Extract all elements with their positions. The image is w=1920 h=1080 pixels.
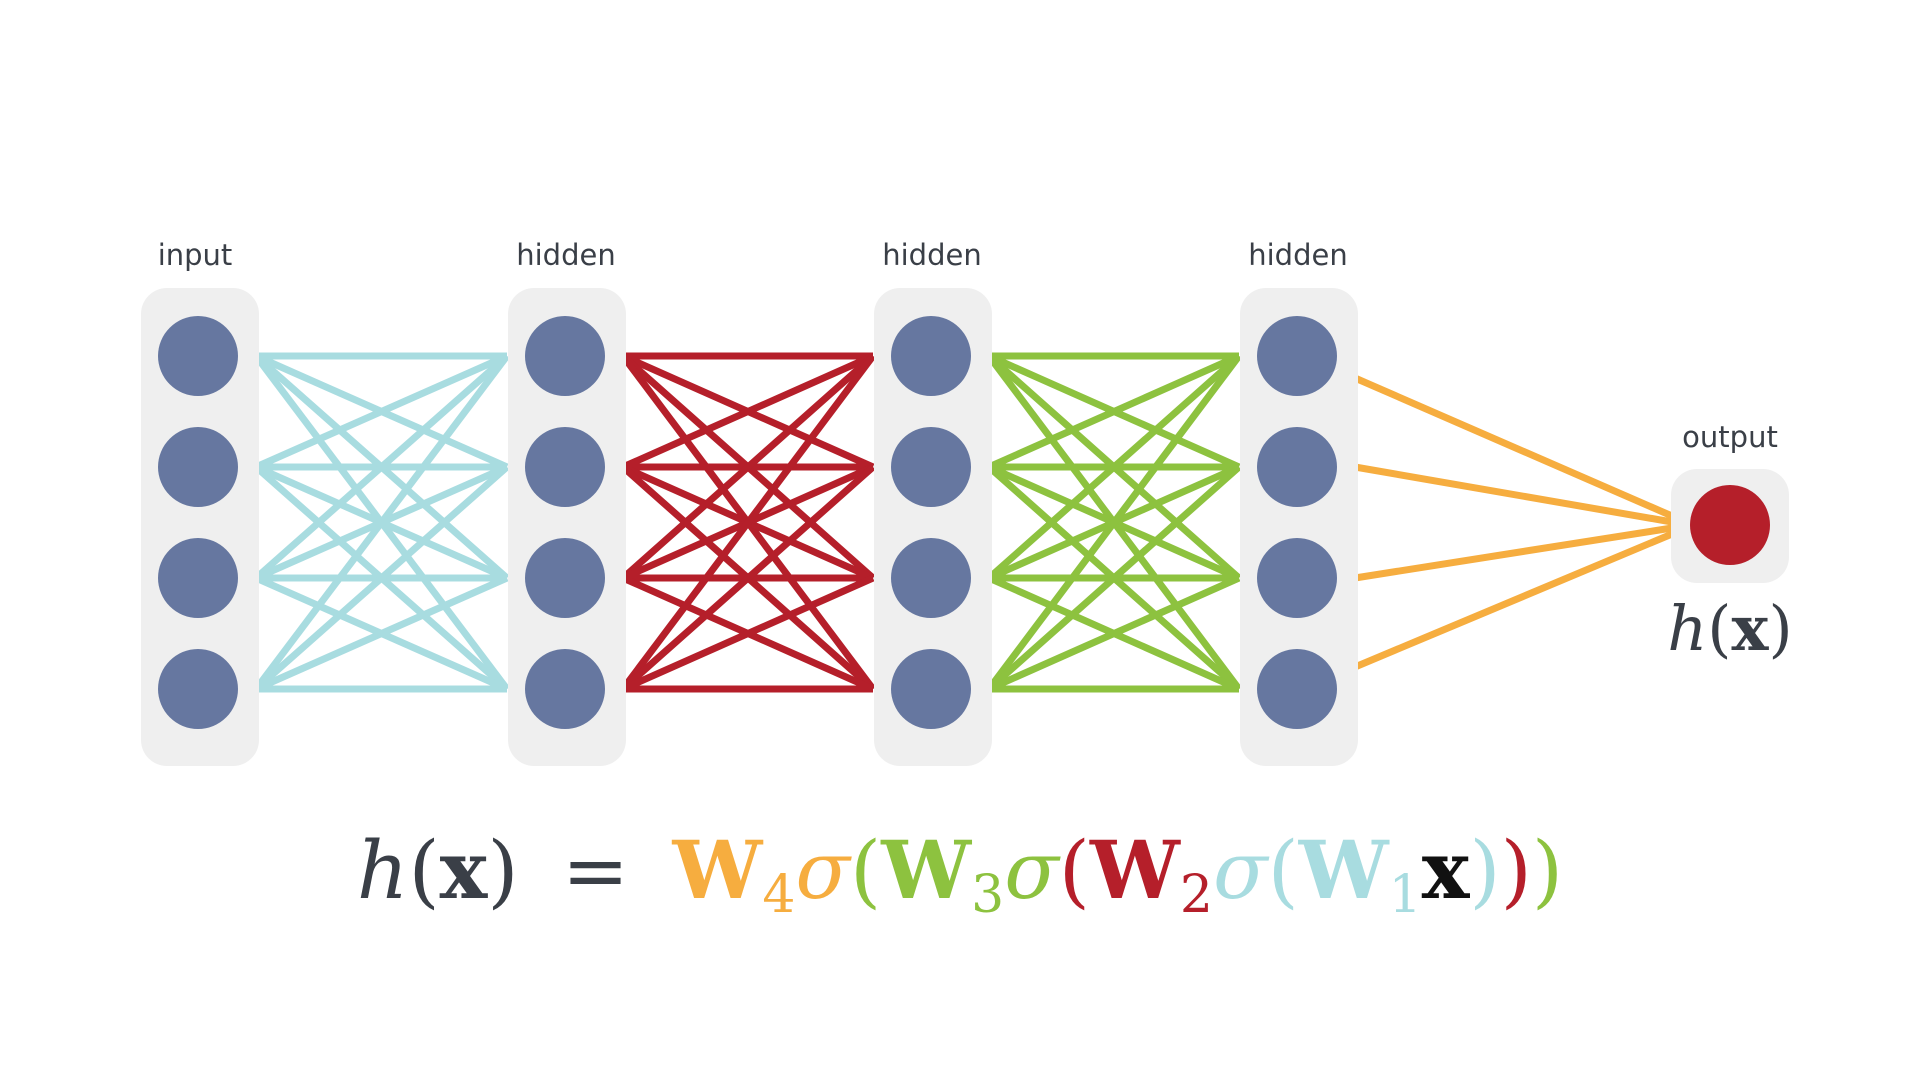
formula-sigma-4: σ [795, 824, 852, 917]
edge-w1-2-0 [253, 353, 510, 581]
node-layer2-3 [891, 649, 971, 729]
edge-w3-1-0 [987, 352, 1241, 471]
formula-h: h [357, 824, 409, 917]
node-layer2-0 [891, 316, 971, 396]
edge-w2-2-0 [620, 353, 876, 581]
node-layer0-3 [158, 649, 238, 729]
edge-w2-3-2 [621, 574, 875, 693]
edge-w4-2 [1354, 524, 1673, 582]
formula-close-2: ) [1501, 824, 1532, 917]
edge-w3-2-0 [986, 353, 1242, 581]
node-layer1-3 [525, 649, 605, 729]
edge-w1-3-0 [253, 353, 510, 692]
edge-w3-3-0 [986, 353, 1242, 692]
hidden-layer-1-panel [508, 288, 626, 766]
edge-w1-3-1 [253, 464, 510, 692]
edge-w3-3-1 [986, 464, 1242, 692]
node-layer3-1 [1257, 427, 1337, 507]
formula-equals: = [562, 824, 629, 917]
formula-input-x: x [1422, 823, 1471, 917]
node-layer2-1 [891, 427, 971, 507]
output-symbol: h(x) [1667, 592, 1792, 665]
output-symbol-open: ( [1707, 592, 1731, 665]
formula-sub-2: 2 [1180, 865, 1213, 925]
formula-w1: W [1298, 823, 1390, 917]
formula-open-paren: ( [408, 824, 439, 917]
formula-x: x [440, 823, 489, 917]
hidden-layer-1-label: hidden [516, 238, 615, 272]
edge-w4-0 [1353, 374, 1674, 520]
edge-w3-3-2 [987, 574, 1241, 693]
formula-open-2: ( [1059, 824, 1090, 917]
formula-close-3: ) [1532, 824, 1563, 917]
node-layer1-2 [525, 538, 605, 618]
node-layer3-3 [1257, 649, 1337, 729]
edge-w4-3 [1353, 530, 1674, 671]
input-layer-label: input [158, 238, 233, 272]
hidden-layer-2-label: hidden [882, 238, 981, 272]
output-layer-label: output [1682, 420, 1778, 454]
neuron-nodes [158, 316, 1770, 729]
formula-w4: W [671, 823, 763, 917]
formula-close-1: ) [1469, 824, 1500, 917]
output-node [1690, 485, 1770, 565]
formula-open-3: ( [850, 824, 881, 917]
edge-w1-1-0 [254, 352, 509, 471]
formula-sub-3: 3 [971, 865, 1004, 925]
connection-lines [253, 352, 1674, 693]
node-layer2-2 [891, 538, 971, 618]
node-layer1-1 [525, 427, 605, 507]
node-layer0-2 [158, 538, 238, 618]
formula-w2: W [1089, 823, 1181, 917]
formula-sub-1: 1 [1389, 865, 1422, 925]
input-layer-panel [141, 288, 259, 766]
network-formula: h(x) = W4σ(W3σ(W2σ(W1x))) [357, 823, 1563, 925]
node-layer1-0 [525, 316, 605, 396]
node-layer3-2 [1257, 538, 1337, 618]
edge-w4-1 [1354, 463, 1673, 526]
edge-w2-3-0 [620, 353, 876, 692]
formula-w3: W [880, 823, 972, 917]
edge-w2-1-0 [621, 352, 875, 471]
formula-close-paren: ) [487, 824, 518, 917]
node-layer0-1 [158, 427, 238, 507]
hidden-layer-3-panel [1240, 288, 1358, 766]
output-symbol-x: x [1731, 592, 1769, 665]
formula-sub-4: 4 [762, 865, 795, 925]
edge-w1-3-2 [254, 574, 509, 693]
output-symbol-close: ) [1768, 592, 1792, 665]
hidden-layer-3-label: hidden [1248, 238, 1347, 272]
formula-sigma-2: σ [1213, 824, 1270, 917]
node-layer3-0 [1257, 316, 1337, 396]
node-layer0-0 [158, 316, 238, 396]
hidden-layer-2-panel [874, 288, 992, 766]
edge-w2-3-1 [620, 464, 876, 692]
formula-open-1: ( [1268, 824, 1299, 917]
formula-sigma-3: σ [1004, 824, 1061, 917]
output-symbol-h: h [1667, 592, 1707, 665]
